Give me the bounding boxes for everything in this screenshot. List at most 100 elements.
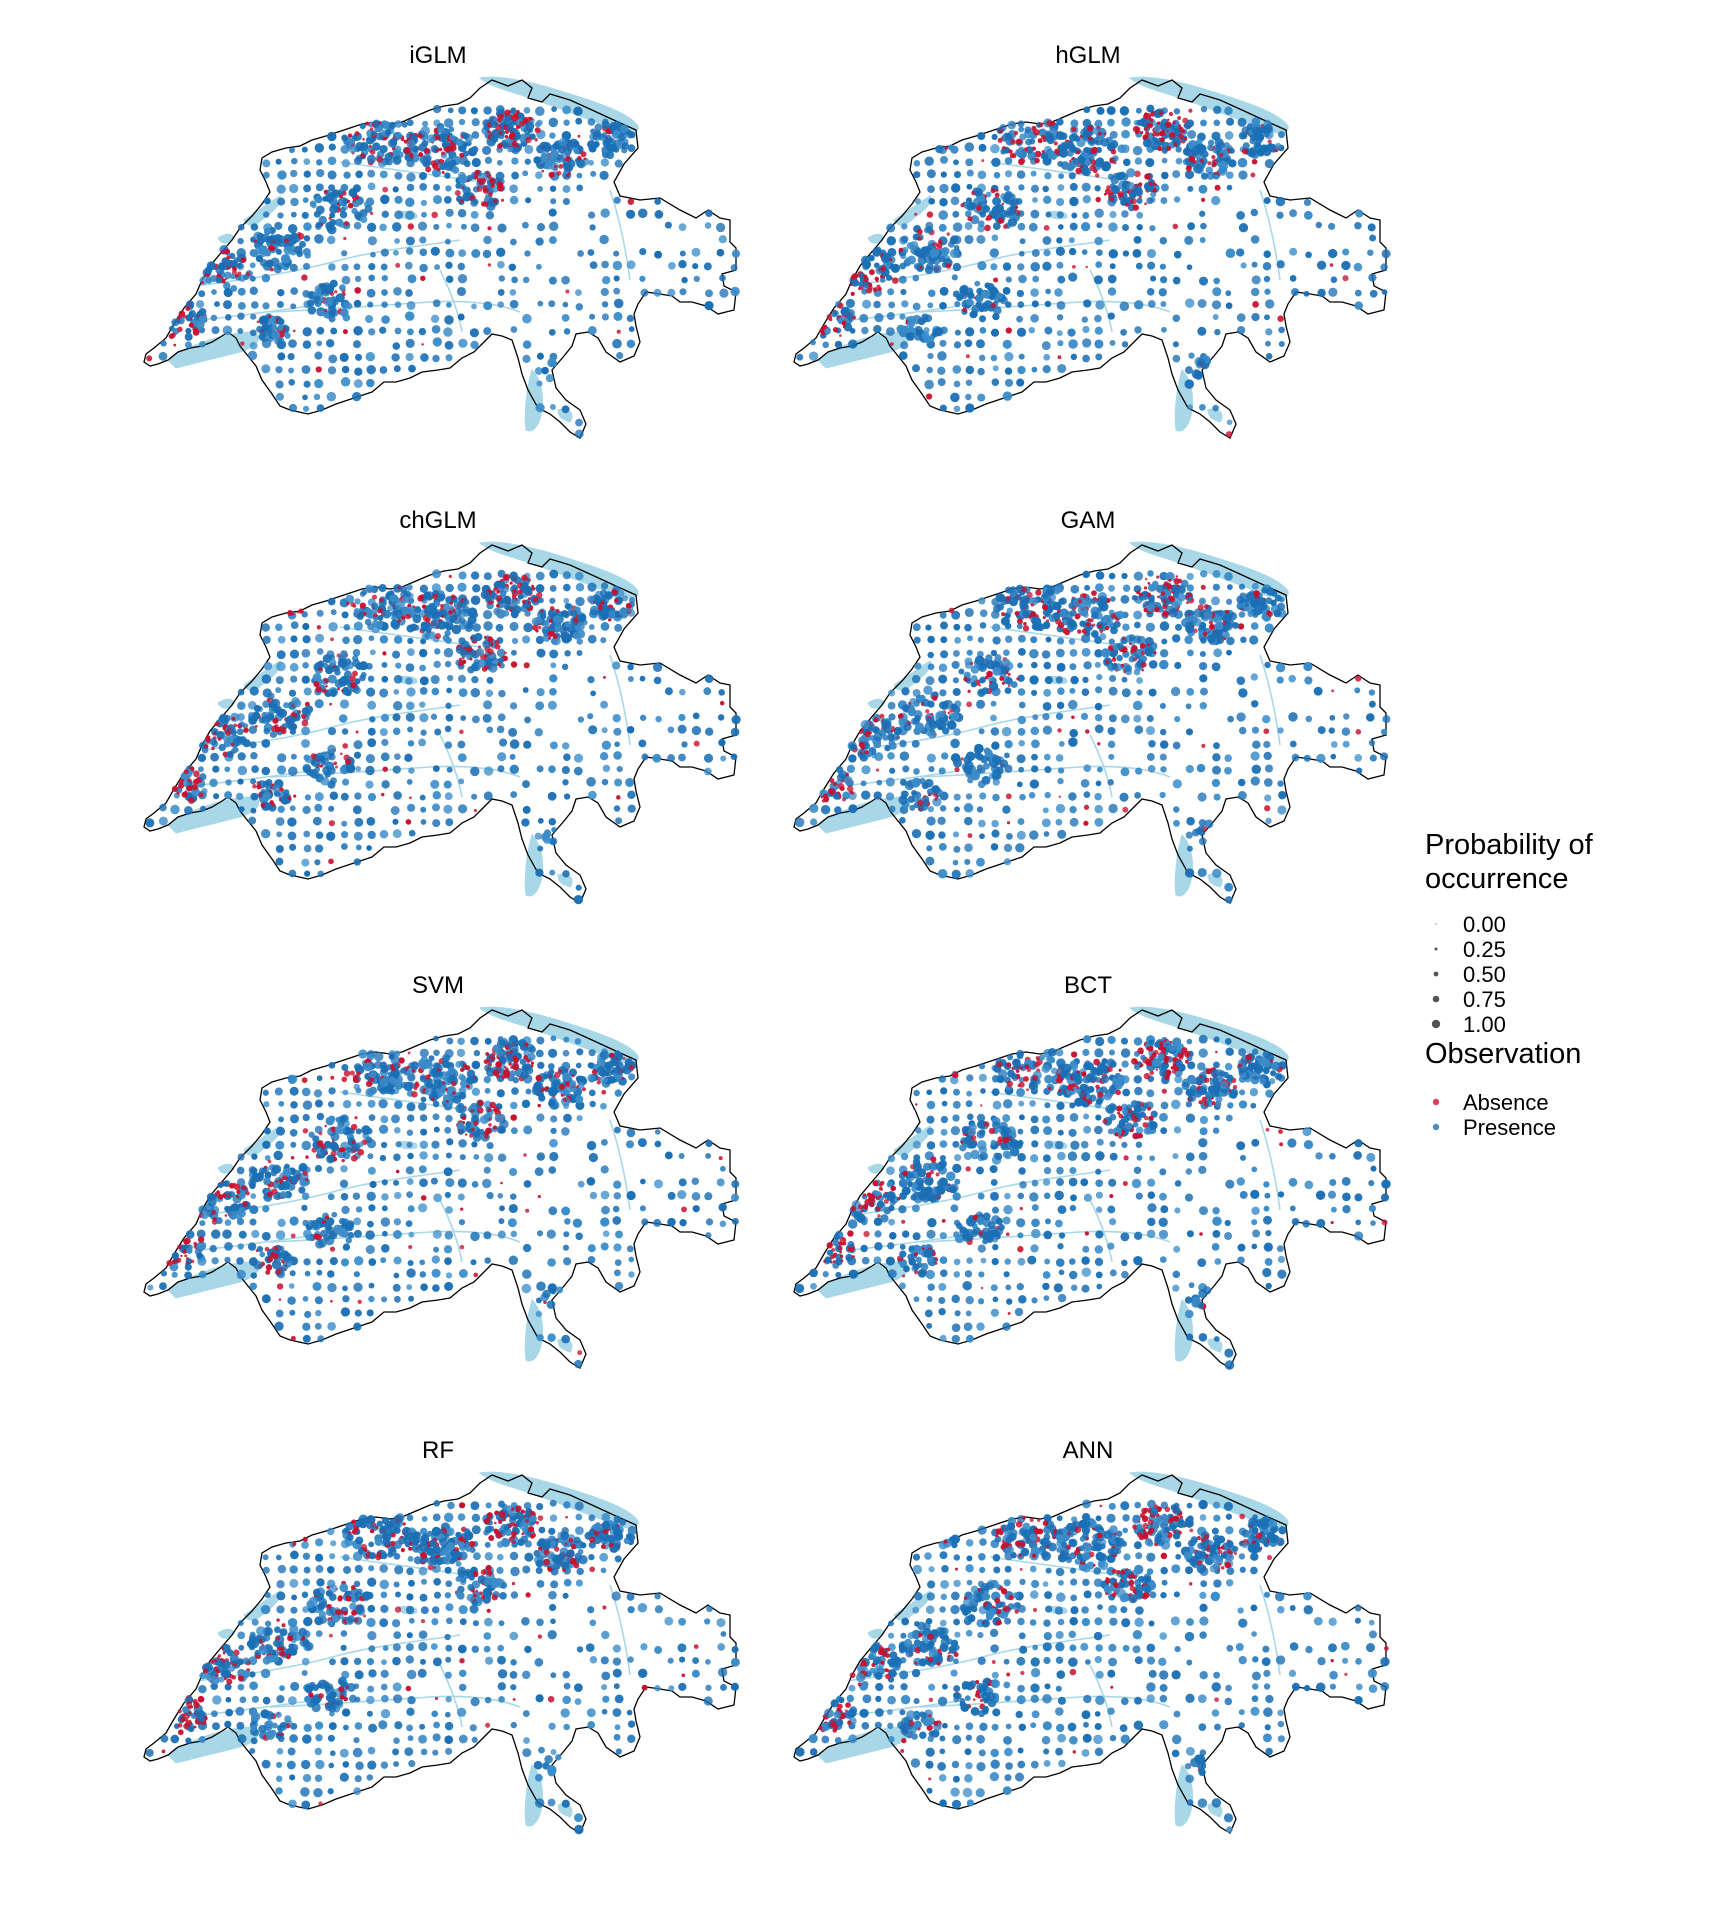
presence-point [575,303,584,311]
presence-point [1172,314,1181,323]
presence-point [1216,156,1223,163]
absence-point [192,329,200,336]
absence-point [323,189,328,194]
absence-point [441,151,446,156]
presence-point [887,288,895,296]
presence-point [1186,649,1194,657]
absence-point [232,266,237,272]
presence-point [420,353,429,362]
absence-point [297,232,305,240]
presence-point [951,274,958,281]
presence-point [1112,155,1119,162]
presence-point [341,820,348,827]
presence-point [899,313,906,320]
presence-point [1381,289,1388,295]
map-panel-iglm [143,76,741,439]
presence-point [1212,868,1222,879]
absence-point [1188,155,1196,163]
presence-point [535,701,545,711]
presence-point [1224,106,1233,115]
absence-point [975,205,982,211]
presence-point [434,648,441,655]
presence-point [1030,636,1038,644]
presence-point [1186,264,1193,271]
presence-point [912,302,921,311]
presence-point [619,124,629,134]
presence-point [1002,262,1012,271]
presence-point [1002,287,1011,295]
presence-point [218,743,226,752]
presence-point [392,818,399,825]
absence-point [1112,656,1116,660]
presence-point [601,778,609,786]
presence-point [927,651,934,659]
presence-point [1226,117,1235,126]
presence-point [330,609,337,616]
presence-point [303,222,312,231]
absence-point [461,186,465,189]
presence-point [995,766,1004,775]
presence-point [277,708,288,718]
presence-point [1161,638,1168,645]
absence-point [984,224,991,232]
absence-point [872,287,878,293]
presence-point [1238,170,1248,180]
presence-point [1122,584,1131,592]
presence-point [444,741,453,749]
presence-point [1094,236,1103,246]
presence-point [938,223,947,232]
presence-point [1004,351,1014,362]
presence-point [470,340,479,350]
presence-point [846,764,856,774]
presence-point [275,158,282,165]
presence-point [1043,195,1052,204]
presence-point [160,340,167,347]
presence-point [1303,198,1312,206]
presence-point [1187,185,1194,192]
absence-point [510,661,518,668]
presence-point [304,794,311,801]
presence-point [1238,688,1248,698]
presence-point [1030,262,1040,272]
presence-point [283,245,293,255]
presence-point [275,857,284,866]
absence-point [1130,197,1137,205]
presence-point [587,676,595,684]
presence-point [1040,152,1049,160]
presence-point [1185,728,1194,736]
presence-point [277,289,285,297]
presence-point [654,250,663,259]
presence-point [458,174,468,184]
presence-point [1032,714,1039,721]
presence-point [214,301,220,308]
presence-point [925,676,935,686]
presence-point [1278,791,1287,800]
absence-point [1144,577,1148,581]
presence-point [1069,687,1076,694]
presence-point [1247,610,1254,618]
presence-point [958,668,965,675]
presence-point [978,663,988,673]
absence-point [1201,743,1206,748]
occurrence-points [794,570,1391,904]
absence-point [1077,629,1082,634]
presence-point [1094,326,1103,335]
presence-point [952,365,962,374]
absence-point [470,636,473,640]
presence-point [1052,601,1062,611]
presence-point [507,146,513,153]
presence-point [1100,138,1110,147]
presence-point [522,170,529,177]
presence-point [977,636,985,643]
absence-point [360,153,366,159]
presence-point [392,829,402,839]
presence-point [381,315,390,324]
presence-point [342,652,349,659]
presence-point [1355,209,1364,218]
presence-point [1367,223,1376,232]
presence-point [606,151,615,160]
absence-point [1173,142,1178,147]
absence-point [1122,806,1129,813]
presence-point [1042,236,1052,245]
presence-point [574,429,584,439]
